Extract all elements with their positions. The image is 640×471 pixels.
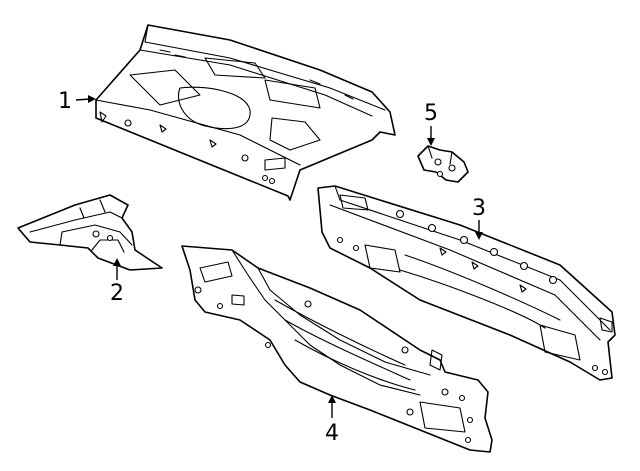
callout-5-label: 5 bbox=[424, 101, 438, 126]
callout-5: 5 bbox=[424, 101, 438, 146]
part-1-package-tray bbox=[95, 24, 396, 201]
part-5-bracket bbox=[417, 145, 469, 183]
callout-2-label: 2 bbox=[110, 281, 124, 306]
callout-4-label: 4 bbox=[325, 421, 339, 446]
callout-3-label: 3 bbox=[472, 196, 486, 221]
part-2-gusset bbox=[17, 194, 163, 271]
callout-1: 1 bbox=[58, 89, 96, 114]
callout-1-label: 1 bbox=[58, 89, 72, 114]
callout-2: 2 bbox=[110, 258, 124, 306]
callout-4: 4 bbox=[325, 395, 339, 446]
part-3-rear-panel bbox=[317, 185, 616, 381]
callout-3: 3 bbox=[472, 196, 486, 240]
part-4-rear-floor-panel bbox=[181, 245, 493, 453]
